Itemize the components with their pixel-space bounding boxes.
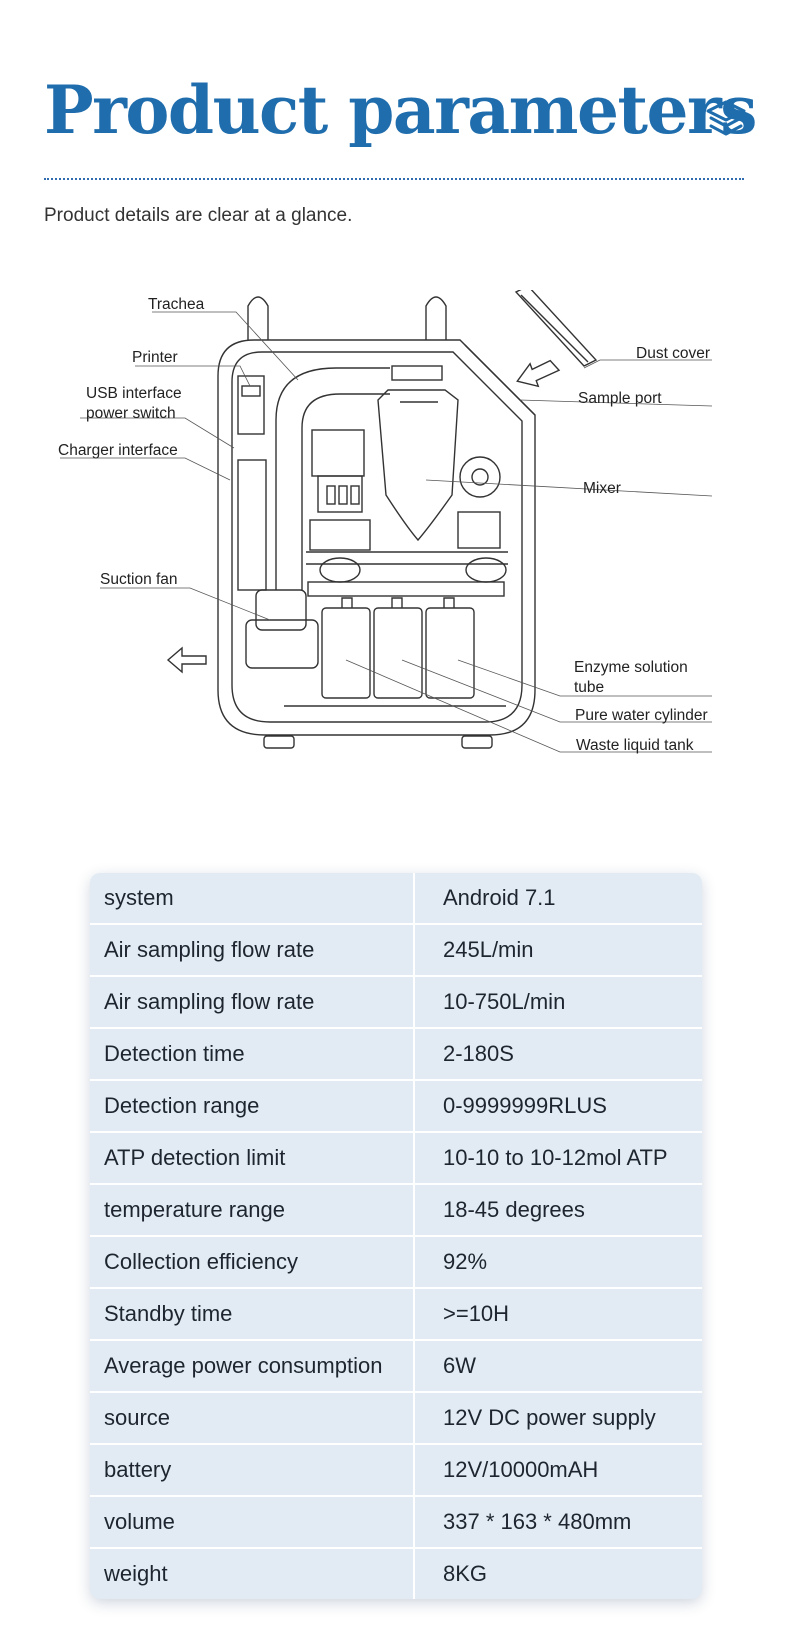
table-row: system Android 7.1 <box>90 873 702 925</box>
spec-value: >=10H <box>443 1301 510 1326</box>
spec-value: Android 7.1 <box>443 885 556 910</box>
table-row: Air sampling flow rate 245L/min <box>90 925 702 977</box>
spec-label: Average power consumption <box>90 1341 415 1391</box>
spec-label: weight <box>90 1549 415 1599</box>
table-row: Collection efficiency 92% <box>90 1237 702 1289</box>
leader-lines <box>60 311 713 753</box>
table-row: Detection range 0-9999999RLUS <box>90 1081 702 1133</box>
spec-value: 337 * 163 * 480mm <box>443 1509 632 1534</box>
label-suction-fan: Suction fan <box>100 571 178 588</box>
spec-label: source <box>90 1393 415 1443</box>
spec-value: 10-10 to 10-12mol ATP <box>443 1145 668 1170</box>
spec-label: temperature range <box>90 1185 415 1235</box>
spec-value: 10-750L/min <box>443 989 566 1014</box>
spec-label: battery <box>90 1445 415 1495</box>
label-enzyme-line1: Enzyme solution <box>574 659 688 676</box>
spec-value: 12V/10000mAH <box>443 1457 599 1482</box>
label-printer: Printer <box>132 349 178 366</box>
label-charger: Charger interface <box>58 442 178 459</box>
spec-label: Collection efficiency <box>90 1237 415 1287</box>
label-waste-liquid: Waste liquid tank <box>576 737 694 754</box>
table-row: temperature range 18-45 degrees <box>90 1185 702 1237</box>
table-row: source 12V DC power supply <box>90 1393 702 1445</box>
spec-value: 18-45 degrees <box>443 1197 585 1222</box>
page-title: Product parameters <box>44 71 757 149</box>
spec-label: Detection range <box>90 1081 415 1131</box>
spec-value: 92% <box>443 1249 488 1274</box>
table-row: ATP detection limit 10-10 to 10-12mol ATP <box>90 1133 702 1185</box>
title-divider <box>44 178 744 180</box>
label-enzyme-line2: tube <box>574 679 604 696</box>
spec-value: 2-180S <box>443 1041 514 1066</box>
spec-value: 0-9999999RLUS <box>443 1093 607 1118</box>
spec-label: volume <box>90 1497 415 1547</box>
spec-value: 245L/min <box>443 937 534 962</box>
label-trachea: Trachea <box>148 296 205 313</box>
spec-label: Detection time <box>90 1029 415 1079</box>
table-row: Detection time 2-180S <box>90 1029 702 1081</box>
spec-value: 6W <box>443 1353 476 1378</box>
spec-label: system <box>90 873 415 923</box>
table-row: volume 337 * 163 * 480mm <box>90 1497 702 1549</box>
device-diagram: Trachea Printer USB interface power swit… <box>58 290 713 754</box>
spec-value: 12V DC power supply <box>443 1405 656 1430</box>
page-subtitle: Product details are clear at a glance. <box>44 205 353 226</box>
label-dust-cover: Dust cover <box>636 345 710 362</box>
spec-label: ATP detection limit <box>90 1133 415 1183</box>
label-usb-line2: power switch <box>86 405 176 422</box>
table-row: Average power consumption 6W <box>90 1341 702 1393</box>
spec-value: 8KG <box>443 1561 488 1586</box>
table-row: battery 12V/10000mAH <box>90 1445 702 1497</box>
layers-icon <box>706 100 746 136</box>
label-usb-line1: USB interface <box>86 385 182 402</box>
label-sample-port: Sample port <box>578 390 662 407</box>
spec-label: Standby time <box>90 1289 415 1339</box>
device-drawing <box>166 290 598 749</box>
spec-table: system Android 7.1 Air sampling flow rate… <box>90 873 702 1599</box>
table-row: Air sampling flow rate 10-750L/min <box>90 977 702 1029</box>
spec-label: Air sampling flow rate <box>90 925 415 975</box>
table-row: weight 8KG <box>90 1549 702 1599</box>
label-mixer: Mixer <box>583 480 621 497</box>
table-row: Standby time >=10H <box>90 1289 702 1341</box>
label-pure-water: Pure water cylinder <box>575 707 708 724</box>
spec-label: Air sampling flow rate <box>90 977 415 1027</box>
